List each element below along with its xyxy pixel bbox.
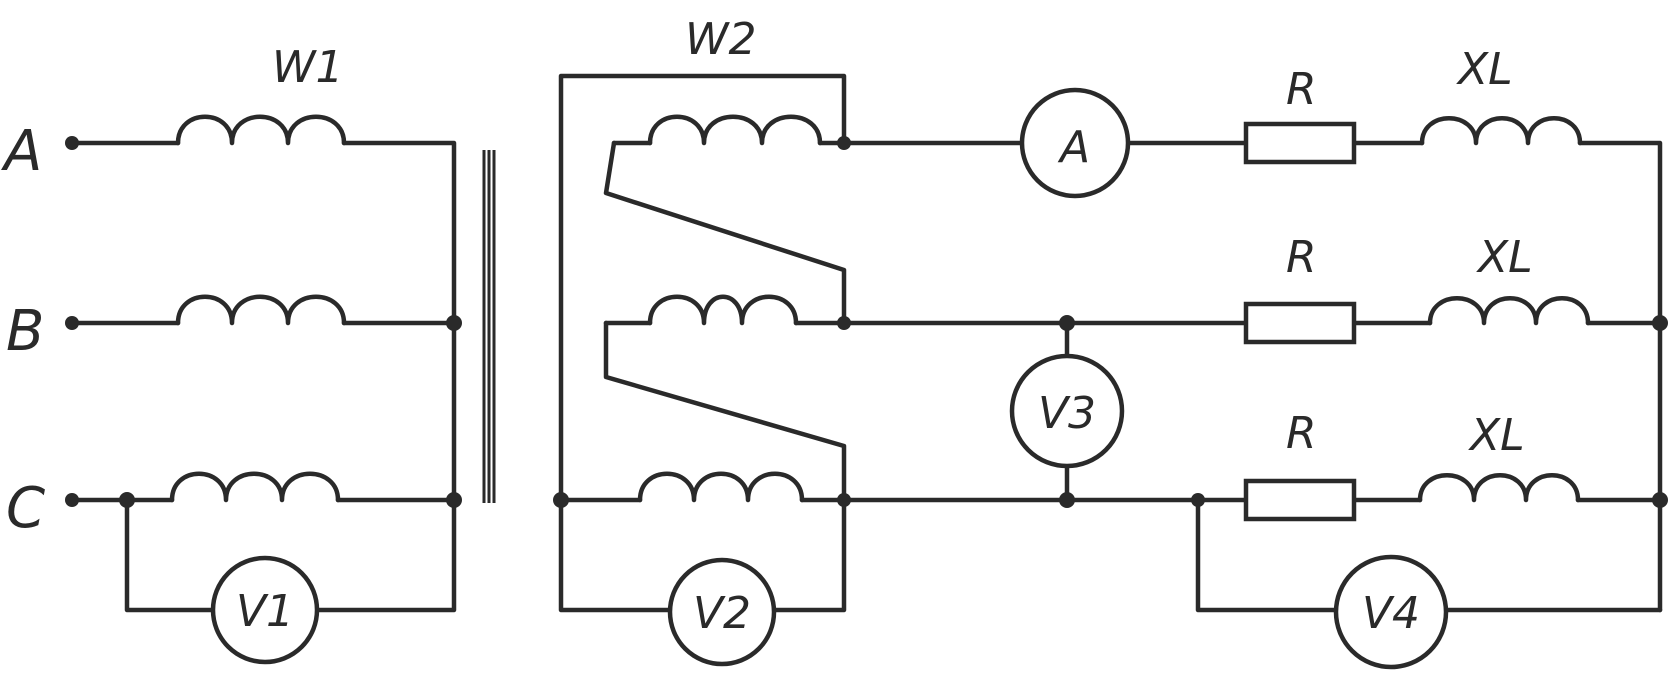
inductor-b-label: XL (1476, 232, 1533, 283)
inductor-c (1417, 473, 1581, 503)
voltmeter-v1-label: V1 (236, 586, 294, 637)
voltmeter-v3 (1009, 353, 1125, 469)
w1-label: W1 (272, 42, 344, 93)
voltmeter-v4 (1333, 554, 1449, 670)
primary-a-output-wire (341, 140, 457, 503)
secondary-top-bus (558, 73, 847, 503)
voltmeter-v1 (210, 555, 320, 665)
voltmeter-v2-label: V2 (693, 588, 751, 639)
primary-coil-b (175, 294, 347, 326)
resistor-c-label: R (1286, 408, 1317, 459)
secondary-coil-b (647, 294, 799, 326)
voltmeter-v3-label: V3 (1038, 388, 1096, 439)
secondary-b-return (603, 320, 847, 503)
primary-coil-a (175, 114, 347, 146)
w2-label: W2 (685, 14, 757, 65)
secondary-coil-a (647, 114, 823, 146)
voltmeter-v2 (667, 557, 777, 667)
ammeter-label: A (1057, 122, 1090, 173)
inductor-a-label: XL (1456, 44, 1513, 95)
resistor-b (1243, 301, 1357, 345)
resistor-a-label: R (1286, 64, 1317, 115)
phase-c-label: C (6, 476, 45, 541)
resistor-a (1243, 121, 1357, 165)
star-node-c (1652, 492, 1668, 508)
voltmeter-v4-label: V4 (1362, 588, 1420, 639)
v2-wiring (558, 497, 847, 613)
primary-coil-c (169, 471, 341, 503)
star-node-b (1652, 315, 1668, 331)
secondary-a-return (603, 140, 847, 326)
resistor-c (1243, 478, 1357, 522)
inductor-c-label: XL (1468, 410, 1525, 461)
v4-wiring (1195, 497, 1663, 613)
inductor-a (1419, 116, 1583, 146)
resistor-b-label: R (1286, 232, 1317, 283)
phase-a-label: A (1, 119, 42, 184)
phase-b-label: B (6, 299, 44, 364)
v1-wiring (124, 497, 457, 613)
secondary-coil-c (637, 471, 805, 503)
inductor-b (1427, 296, 1591, 326)
neutral-node-b (446, 315, 462, 331)
line-a-to-star (1577, 140, 1663, 613)
ammeter (1019, 87, 1131, 199)
